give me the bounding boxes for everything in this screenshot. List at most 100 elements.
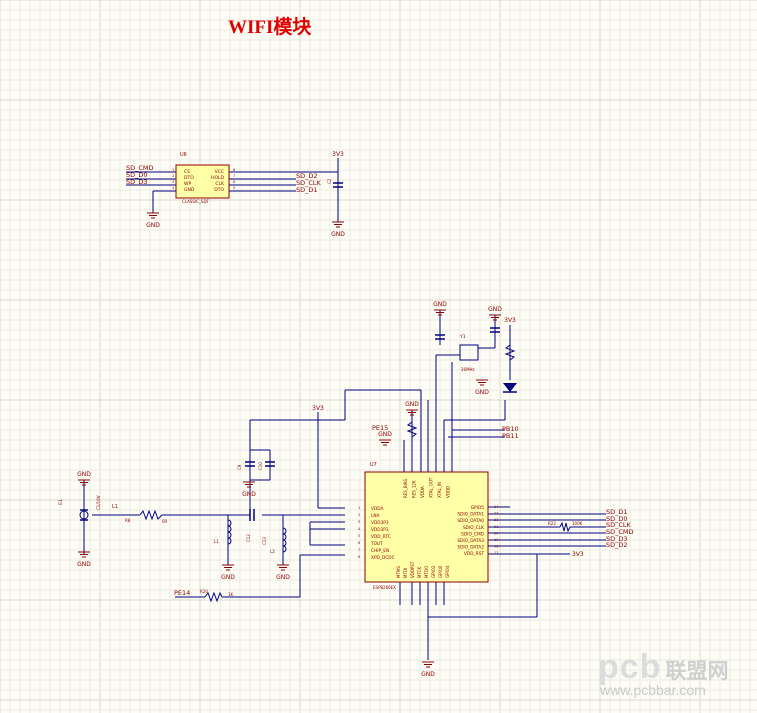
r20-value: 1K	[228, 592, 234, 597]
main-chip-pin-num: 4	[358, 527, 361, 531]
main-chip-right-pin: SDIO_DATA1	[457, 512, 484, 518]
main-chip-pin-num: 24	[494, 505, 499, 509]
net-sd-d0: SD_D0	[126, 171, 148, 179]
net-gnd: GND	[77, 471, 91, 478]
net-pe15: PE15	[372, 424, 388, 432]
main-chip-pin-num: 8	[358, 555, 360, 559]
main-chip-top-pin: RES_BIAS	[403, 478, 408, 498]
net-sd-d2-right: SD_D2	[606, 541, 628, 549]
main-chip-part: ESP8266EX	[373, 585, 396, 590]
main-chip-top-pin: RES_12K	[412, 480, 417, 498]
r22-value: 100K	[572, 521, 583, 526]
main-chip-pin-num: 19	[494, 538, 498, 542]
antenna-ref: E1	[58, 499, 64, 505]
top-chip-pin-num: 6	[233, 180, 235, 184]
r8-value: 0R	[162, 519, 168, 524]
main-chip-pin-num: 6	[358, 541, 360, 545]
resistor-pe15	[406, 421, 418, 438]
main-chip-pin-num: 22	[494, 518, 498, 522]
top-chip-pin-num: 5	[233, 186, 235, 190]
main-chip-right-pin: VDD_RST	[464, 551, 484, 557]
net-gnd: GND	[146, 222, 160, 229]
net-sd-cmd-right: SD_CMD	[606, 528, 634, 536]
net-gnd: GND	[276, 574, 290, 581]
top-chip-pin-num: 3	[172, 180, 174, 184]
net-sd-d1: SD_D1	[296, 186, 318, 194]
cap-ant-label: C1/16V	[96, 495, 101, 510]
main-chip-left-pin: LNA	[371, 513, 380, 519]
top-chip-right-pin: DTO	[214, 187, 224, 193]
main-chip-bottom-pin: MTDI	[403, 568, 408, 578]
net-gnd: GND	[488, 306, 502, 313]
top-chip-part: CLASSIC_SDF	[182, 199, 210, 204]
main-chip-pin-num: 5	[358, 534, 360, 538]
main-chip-top-pin: VDDA	[420, 486, 425, 498]
top-chip-right-pin: CLK	[215, 181, 225, 187]
r8-label: R8	[125, 518, 131, 523]
main-chip-bottom-pin: GPIO2	[431, 565, 436, 578]
inductor-l2	[282, 527, 287, 553]
main-chip-right-pin: SDIO_DATA2	[457, 545, 484, 551]
top-chip-pin-num: 7	[233, 174, 235, 178]
main-chip-pin-num: 1	[358, 506, 360, 510]
net-3v3-top: 3V3	[504, 317, 516, 324]
c9-label: C9	[237, 464, 242, 470]
net-pb11: PB11	[502, 432, 519, 440]
r20-label: R20	[200, 589, 208, 594]
net-gnd: GND	[221, 574, 235, 581]
resistor-led	[504, 344, 516, 361]
watermark-cn: 联盟网	[665, 660, 729, 683]
main-chip-bottom-pin: VDDPST	[410, 561, 415, 578]
main-chip-right-pin: GPIO5	[471, 505, 485, 511]
top-chip-pin-num: 2	[172, 174, 174, 178]
net-gnd: GND	[77, 561, 91, 568]
net-3v3: 3V3	[332, 151, 344, 158]
page-title: WIFI模块	[228, 17, 312, 38]
main-chip-pin-num: 20	[494, 531, 498, 535]
main-chip-left-pin: CHIP_EN	[371, 548, 389, 554]
crystal-ref: Y1	[459, 334, 466, 340]
net-pb10: PB10	[502, 425, 519, 433]
crystal-value: 26MHz	[461, 367, 475, 372]
c13-label: C13	[262, 537, 267, 545]
watermark-logo: pcb	[598, 648, 662, 686]
main-chip-bottom-pin: GPIO0	[438, 565, 443, 578]
net-sd-d3: SD_D3	[126, 178, 148, 186]
l2-label: L2	[270, 549, 275, 554]
top-chip-pin-num: 4	[172, 186, 175, 190]
top-chip-pin-num: 8	[233, 168, 235, 172]
main-chip-left-pin: VDD3P3	[371, 520, 389, 526]
r22-label: R22	[548, 521, 556, 526]
crystal	[459, 344, 479, 361]
top-chip-left-pin: CS	[184, 169, 190, 175]
flash-chip	[175, 164, 230, 199]
net-gnd: GND	[405, 401, 419, 408]
net-3v3-left: 3V3	[312, 405, 324, 412]
main-chip-bottom-pin: GPIO4	[445, 565, 450, 578]
cap-c2-label: C2	[327, 178, 332, 184]
main-chip-pin-num: 3	[358, 520, 360, 524]
net-gnd: GND	[433, 301, 447, 308]
main-chip-pin-num: 18	[494, 545, 498, 549]
main-chip-pin-num: 17	[494, 551, 498, 555]
main-chip-left-pin: VDD_RTC	[371, 534, 391, 540]
top-chip-left-pin: GND	[184, 187, 195, 193]
main-chip-top-pin: XTAL_IN	[437, 482, 442, 498]
net-3v3-right: 3V3	[572, 551, 584, 558]
main-chip-bottom-pin: MTDO	[424, 566, 429, 578]
net-sd-d2: SD_D2	[296, 172, 318, 180]
main-chip-right-pin: SDIO_DATA0	[457, 518, 484, 524]
main-chip-left-pin: XPD_DCDC	[371, 555, 395, 561]
resistor-r20	[204, 591, 223, 603]
top-chip-left-pin: DTO	[184, 175, 194, 181]
main-chip-left-pin: VDDA	[371, 506, 383, 512]
main-chip-pin-num: 2	[358, 513, 360, 517]
net-sd-d3-right: SD_D3	[606, 535, 628, 543]
c10-label: C10	[258, 462, 263, 470]
net-sd-clk: SD_CLK	[296, 179, 322, 187]
resistor-r22	[559, 521, 571, 533]
net-pe14: PE14	[174, 589, 190, 597]
main-chip-pin-num: 23	[494, 512, 498, 516]
main-chip-pin-num: 21	[494, 525, 498, 529]
top-chip-left-pin: WP	[184, 181, 191, 187]
